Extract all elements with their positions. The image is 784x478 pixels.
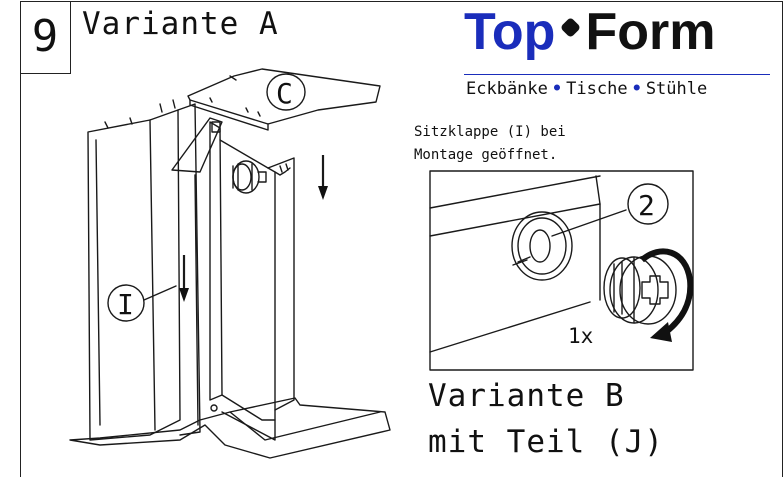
- callout-2: 2: [638, 189, 655, 222]
- variant-b-line-1: Variante B: [428, 378, 625, 414]
- step-number-box: 9: [20, 1, 71, 74]
- page-border-top: [20, 1, 783, 2]
- tagline-item: Tische: [566, 79, 628, 99]
- brand-name-part2: Form: [585, 3, 716, 61]
- variant-a-title: Variante A: [82, 6, 279, 42]
- callout-c: C: [276, 77, 293, 110]
- brand-name-part1: Top: [464, 3, 556, 61]
- logo-underline: [464, 74, 770, 75]
- brand-tagline: Eckbänke•Tische•Stühle: [466, 78, 707, 100]
- variant-b-title: Variante B mit Teil (J): [428, 373, 664, 465]
- step-number: 9: [31, 11, 59, 62]
- tagline-separator: •: [631, 79, 642, 99]
- quantity-label: 1x: [568, 324, 594, 348]
- page-border-left: [20, 1, 21, 477]
- rotation-arrow-icon: [640, 248, 694, 335]
- bench-drawing: [69, 68, 391, 459]
- tagline-separator: •: [551, 79, 563, 99]
- variant-b-line-2: mit Teil (J): [428, 424, 664, 460]
- detail-inset: [429, 170, 694, 371]
- tagline-item: Eckbänke: [466, 79, 548, 99]
- assembly-note: Sitzklappe (I) bei Montage geöffnet.: [414, 121, 566, 167]
- bolt-icon: [603, 255, 677, 325]
- brand-logo: Top Form: [464, 2, 764, 64]
- note-line-1: Sitzklappe (I) bei: [414, 124, 566, 140]
- page-border-right: [782, 1, 783, 477]
- callout-i: I: [117, 288, 134, 321]
- note-line-2: Montage geöffnet.: [414, 147, 558, 163]
- tagline-item: Stühle: [645, 79, 708, 99]
